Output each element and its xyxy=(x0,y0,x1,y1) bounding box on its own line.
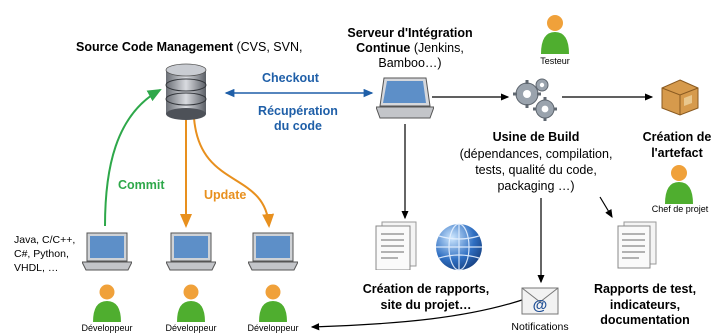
scm-title: Source Code Management (CVS, SVN, xyxy=(76,40,302,54)
build-title: Usine de Build xyxy=(492,130,580,144)
ci-subtitle-line2-text: (Jenkins, xyxy=(413,41,464,55)
person-icon xyxy=(541,15,569,54)
reports-site-line2: site du projet… xyxy=(380,298,472,312)
package-icon xyxy=(661,79,699,116)
developer-label: Développeur xyxy=(165,323,217,333)
test-reports-line3: documentation xyxy=(600,313,690,327)
person-icon xyxy=(93,284,121,322)
build-line3: packaging …) xyxy=(497,179,575,193)
artifact-line1: Création de xyxy=(642,130,712,144)
checkout-label: Checkout xyxy=(262,71,319,85)
languages-line3: VHDL, … xyxy=(14,262,59,274)
document-icon xyxy=(617,221,657,269)
update-arrow-2 xyxy=(193,117,275,228)
test-reports-line2: indicateurs, xyxy=(609,298,681,312)
document-icon xyxy=(375,221,417,270)
ci-title-line2: Continue (Jenkins, xyxy=(332,41,488,55)
envelope-icon: @ xyxy=(521,287,559,315)
ci-subtitle-line3: Bamboo…) xyxy=(378,56,442,70)
artifact-line2: l'artefact xyxy=(651,146,703,160)
svg-text:@: @ xyxy=(533,297,548,314)
languages-line1: Java, C/C++, xyxy=(14,234,76,246)
ci-title-line2-text: Continue xyxy=(356,41,411,55)
developer-label: Développeur xyxy=(81,323,133,333)
laptop-icon xyxy=(376,77,434,119)
laptop-icon xyxy=(248,232,298,271)
globe-icon xyxy=(436,223,482,271)
tester-label: Testeur xyxy=(540,56,570,66)
build-line1: (dépendances, compilation, xyxy=(459,147,613,161)
scm-subtitle-text: (CVS, SVN, xyxy=(236,40,303,54)
commit-label: Commit xyxy=(118,178,165,192)
update-label: Update xyxy=(204,188,247,202)
retrieve-label-line2: du code xyxy=(274,119,322,133)
gears-icon xyxy=(513,78,557,121)
build-to-test-reports-arrow xyxy=(599,196,613,219)
test-reports-line1: Rapports de test, xyxy=(593,282,697,296)
laptop-icon xyxy=(166,232,216,271)
developer-label: Développeur xyxy=(247,323,299,333)
scm-title-text: Source Code Management xyxy=(76,40,233,54)
commit-arrow xyxy=(104,89,162,227)
laptop-icon xyxy=(82,232,132,271)
reports-site-line1: Création de rapports, xyxy=(362,282,490,296)
ci-title-line1: Serveur d'Intégration xyxy=(347,26,473,40)
database-icon xyxy=(165,63,207,120)
languages-line2: C#, Python, xyxy=(14,248,69,260)
notifications-label: Notifications xyxy=(511,321,569,333)
notifications-to-developers-arrow xyxy=(310,297,529,331)
person-icon xyxy=(259,284,287,322)
person-icon xyxy=(665,165,693,204)
retrieve-label-line1: Récupération xyxy=(258,104,338,118)
person-icon xyxy=(177,284,205,322)
project-lead-label: Chef de projet xyxy=(651,204,709,214)
build-line2: tests, qualité du code, xyxy=(475,163,597,177)
